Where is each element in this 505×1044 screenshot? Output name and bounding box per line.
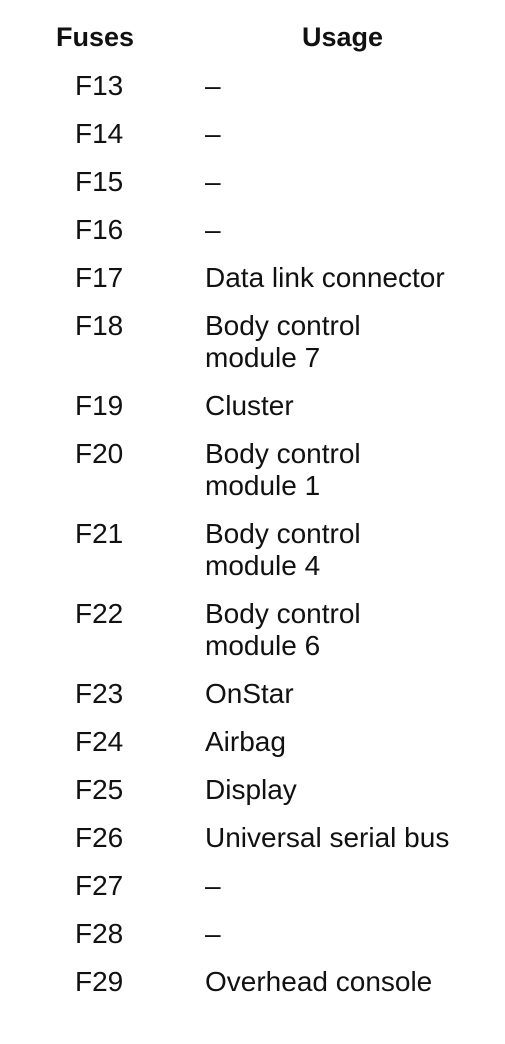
fuse-usage: Body control module 1	[205, 438, 361, 501]
fuses-column-header: Fuses	[56, 22, 135, 52]
usage-column-header: Usage	[302, 22, 384, 52]
table-row: F18 Body control module 7	[0, 310, 505, 374]
fuse-usage: –	[205, 70, 221, 101]
table-row: F25 Display	[0, 774, 505, 806]
fuse-usage: Display	[205, 774, 297, 805]
fuse-usage: –	[205, 870, 221, 901]
fuse-usage: –	[205, 118, 221, 149]
fuse-id: F21	[75, 518, 124, 549]
fuse-usage: Airbag	[205, 726, 286, 757]
table-row: F16 –	[0, 214, 505, 246]
table-row: F13 –	[0, 70, 505, 102]
fuse-usage: Overhead console	[205, 966, 433, 997]
table-row: F19 Cluster	[0, 390, 505, 422]
fuse-id: F29	[75, 966, 124, 997]
fuse-id: F18	[75, 310, 124, 341]
fuse-id: F16	[75, 214, 124, 245]
fuse-usage: OnStar	[205, 678, 294, 709]
fuse-id: F28	[75, 918, 124, 949]
fuse-usage: –	[205, 166, 221, 197]
table-header: Fuses Usage	[0, 22, 505, 58]
fuse-usage: Body control module 6	[205, 598, 361, 661]
table-row: F14 –	[0, 118, 505, 150]
fuse-usage: Body control module 4	[205, 518, 361, 581]
fuse-usage: –	[205, 918, 221, 949]
fuse-id: F13	[75, 70, 124, 101]
fuse-id: F15	[75, 166, 124, 197]
fuse-id: F19	[75, 390, 124, 421]
fuse-id: F24	[75, 726, 124, 757]
table-row: F17 Data link connector	[0, 262, 505, 294]
table-row: F21 Body control module 4	[0, 518, 505, 582]
table-row: F22 Body control module 6	[0, 598, 505, 662]
table-row: F26 Universal serial bus	[0, 822, 505, 854]
table-row: F28 –	[0, 918, 505, 950]
fuse-id: F23	[75, 678, 124, 709]
fuse-id: F17	[75, 262, 124, 293]
fuse-id: F22	[75, 598, 124, 629]
fuse-usage: –	[205, 214, 221, 245]
fuse-id: F27	[75, 870, 124, 901]
table-row: F20 Body control module 1	[0, 438, 505, 502]
fuse-usage: Body control module 7	[205, 310, 361, 373]
fuse-usage: Universal serial bus	[205, 822, 450, 853]
table-row: F29 Overhead console	[0, 966, 505, 998]
fuse-id: F20	[75, 438, 124, 469]
fuse-id: F25	[75, 774, 124, 805]
table-row: F24 Airbag	[0, 726, 505, 758]
fuse-id: F26	[75, 822, 124, 853]
table-row: F15 –	[0, 166, 505, 198]
table-row: F23 OnStar	[0, 678, 505, 710]
fuse-id: F14	[75, 118, 124, 149]
fuse-usage: Cluster	[205, 390, 294, 421]
table-row: F27 –	[0, 870, 505, 902]
fuse-usage: Data link connector	[205, 262, 445, 293]
